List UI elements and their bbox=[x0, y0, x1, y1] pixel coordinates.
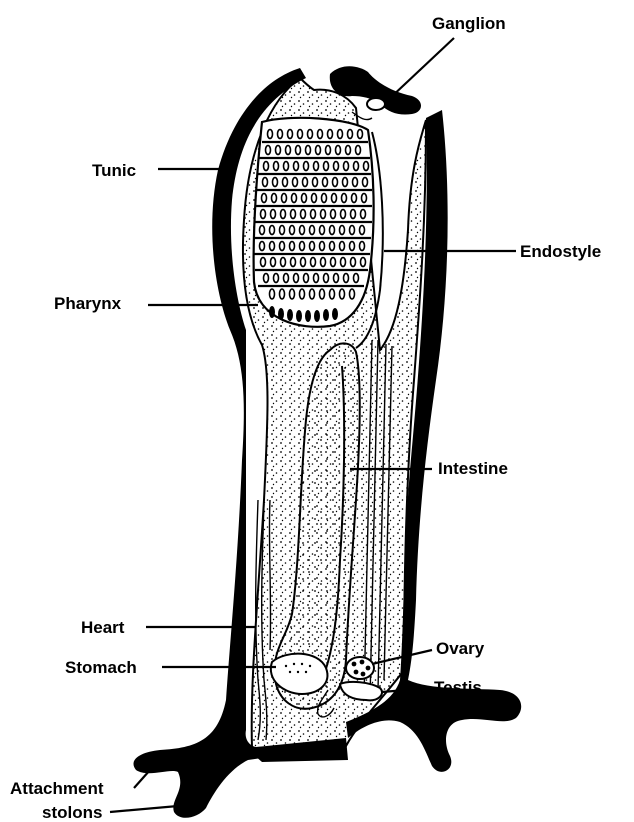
label-attachment: Attachment bbox=[10, 779, 104, 798]
pharynx-shape bbox=[254, 118, 374, 327]
label-ovary: Ovary bbox=[436, 639, 485, 658]
label-tunic-group: Tunic bbox=[92, 161, 222, 180]
label-endostyle: Endostyle bbox=[520, 242, 601, 261]
label-tunic: Tunic bbox=[92, 161, 136, 180]
label-heart-group: Heart bbox=[81, 618, 256, 637]
label-pharynx: Pharynx bbox=[54, 294, 122, 313]
label-heart: Heart bbox=[81, 618, 125, 637]
label-ganglion: Ganglion bbox=[432, 14, 506, 33]
label-intestine: Intestine bbox=[438, 459, 508, 478]
label-testis: Testis bbox=[434, 678, 482, 697]
ovary-shape bbox=[346, 657, 374, 679]
label-stomach: Stomach bbox=[65, 658, 137, 677]
label-ganglion-group: Ganglion bbox=[388, 14, 506, 100]
label-stolons: stolons bbox=[42, 803, 102, 822]
label-attachment-stolons-group: Attachment stolons bbox=[10, 770, 178, 822]
